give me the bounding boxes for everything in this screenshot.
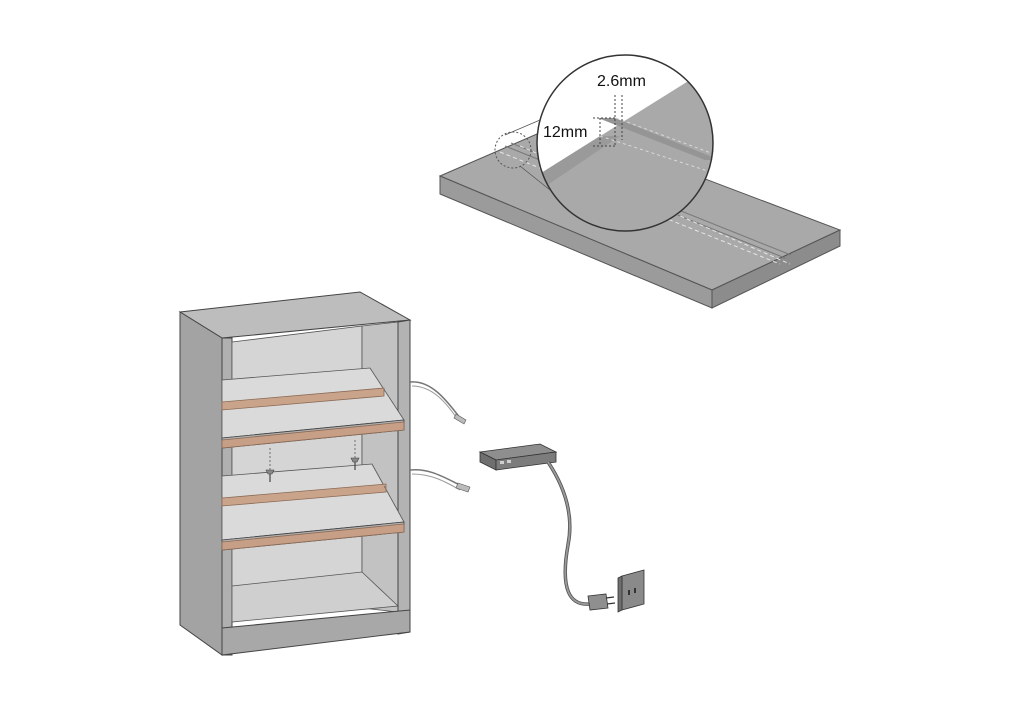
power-cable <box>546 461 591 606</box>
cabinet-illustration <box>178 291 412 656</box>
led-profile-strip <box>221 387 385 411</box>
power-plug-icon <box>587 593 616 611</box>
wire-connector-icon <box>453 413 467 425</box>
wire-connector-icon <box>455 482 471 493</box>
shelf-side-face <box>711 229 841 309</box>
strip-wires <box>409 381 471 493</box>
dimension-label-groove-width: 2.6mm <box>597 73 646 90</box>
screw-icon <box>265 469 275 482</box>
led-profile-strip <box>221 421 405 449</box>
dimension-label-groove-depth: 12mm <box>543 124 587 141</box>
led-driver-icon <box>478 443 558 471</box>
screw-icon <box>350 457 360 470</box>
led-profile-strip <box>221 523 405 551</box>
led-profile-strip <box>221 483 387 507</box>
wall-socket-icon <box>617 569 645 613</box>
magnifier-circle-icon <box>536 54 714 232</box>
